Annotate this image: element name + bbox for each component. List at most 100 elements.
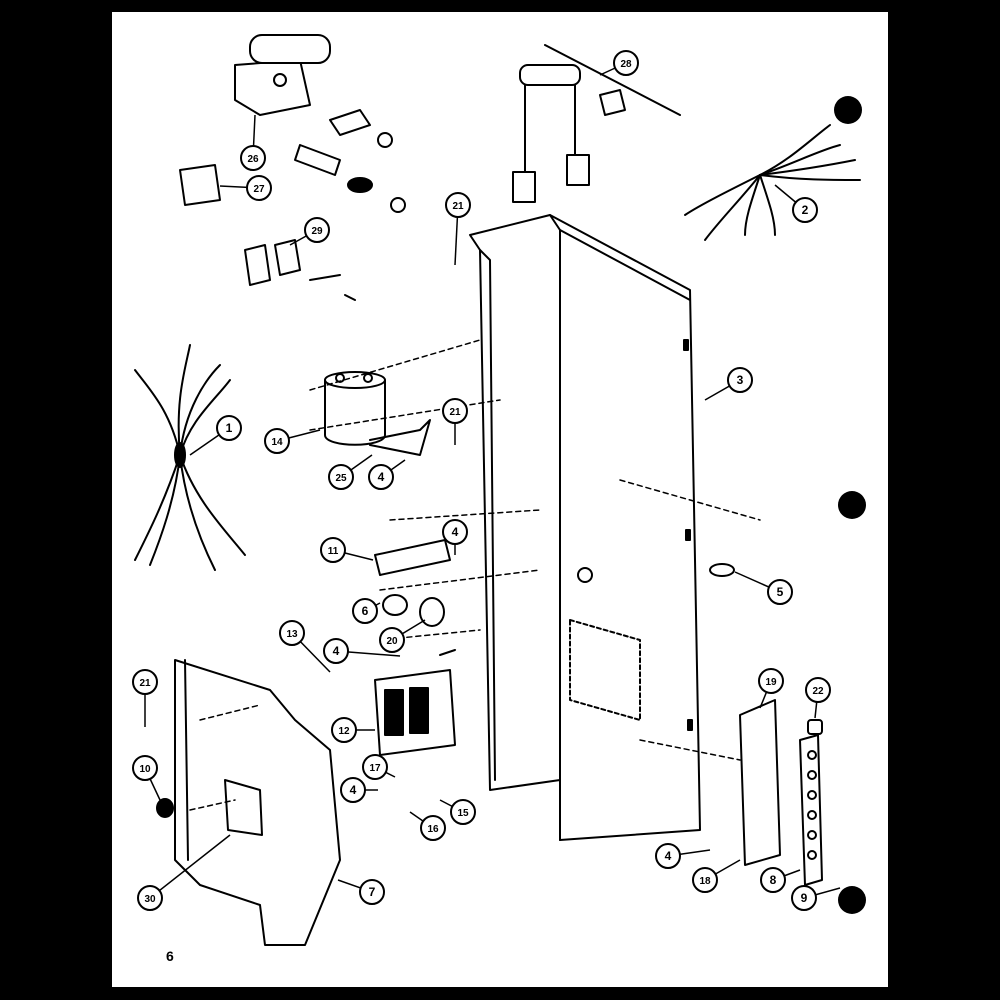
callout-label: 14 [271, 437, 283, 448]
callout-20: 20 [379, 619, 426, 653]
callout-label: 29 [311, 226, 323, 237]
terminal-bracket [739, 699, 823, 886]
callout-1: 1 [189, 415, 242, 456]
callout-label: 7 [369, 885, 376, 899]
callout-14: 14 [264, 428, 321, 454]
callout-12: 12 [331, 717, 375, 743]
callout-25: 25 [328, 454, 373, 490]
contactor [374, 649, 456, 756]
callout-label: 19 [765, 677, 777, 688]
callout-label: 28 [620, 59, 632, 70]
callout-label: 12 [338, 726, 350, 737]
callout-circle [368, 464, 394, 490]
callout-17: 17 [362, 754, 396, 780]
callout-30: 30 [137, 834, 231, 911]
callout-circle [359, 879, 385, 905]
callout-7: 7 [337, 879, 385, 905]
transformer [234, 34, 406, 213]
callout-2: 2 [774, 184, 818, 223]
callout-21: 21 [132, 669, 158, 727]
grommet [382, 594, 408, 616]
callout-4: 4 [340, 777, 378, 803]
callout-5: 5 [734, 571, 793, 605]
registration-dot [838, 491, 866, 519]
callout-label: 11 [328, 546, 339, 557]
back-panel [469, 214, 701, 841]
callout-label: 26 [247, 154, 259, 165]
callout-label: 1 [226, 421, 233, 435]
callout-22: 22 [805, 677, 831, 719]
callout-label: 3 [737, 373, 744, 387]
callout-4: 4 [655, 843, 711, 869]
terminal-brackets [244, 239, 356, 301]
callout-label: 4 [452, 525, 459, 539]
callout-circle [760, 867, 786, 893]
sensor-assembly [512, 44, 681, 203]
registration-dot [838, 886, 866, 914]
callout-label: 21 [449, 407, 461, 418]
callout-label: 17 [369, 763, 381, 774]
callout-circle [758, 668, 784, 694]
callout-circle [445, 192, 471, 218]
callout-circle [613, 50, 639, 76]
callout-4: 4 [368, 459, 406, 490]
callout-circle [304, 217, 330, 243]
callout-label: 4 [350, 783, 357, 797]
callout-circle [805, 677, 831, 703]
capacitor [324, 371, 431, 456]
callout-label: 13 [286, 629, 298, 640]
callout-circle [216, 415, 242, 441]
callout-circle [420, 815, 446, 841]
callout-label: 30 [144, 894, 156, 905]
wire-harness-right [684, 124, 861, 241]
callout-circle [450, 799, 476, 825]
callout-15: 15 [439, 799, 476, 825]
callout-label: 22 [812, 686, 824, 697]
callout-label: 27 [253, 184, 265, 195]
callout-circle [767, 579, 793, 605]
callout-label: 2 [802, 203, 809, 217]
callout-leader [149, 834, 231, 899]
callout-label: 5 [777, 585, 784, 599]
callout-28: 28 [599, 50, 639, 76]
page-number: 6 [166, 948, 174, 964]
callout-circle [791, 885, 817, 911]
callout-13: 13 [279, 620, 331, 673]
callout-label: 4 [333, 644, 340, 658]
callout-4: 4 [323, 638, 401, 664]
callout-8: 8 [760, 867, 801, 893]
wire-harness-left [134, 344, 246, 571]
callout-label: 16 [427, 824, 439, 835]
callout-label: 10 [139, 764, 151, 775]
callout-21: 21 [445, 192, 471, 266]
callout-circle [246, 175, 272, 201]
callout-label: 21 [452, 201, 464, 212]
callout-label: 4 [378, 470, 385, 484]
callout-9: 9 [791, 885, 841, 911]
callout-label: 9 [801, 891, 808, 905]
callout-label: 18 [699, 876, 711, 887]
knob [156, 798, 174, 818]
callout-29: 29 [289, 217, 330, 246]
callout-label: 15 [457, 808, 469, 819]
callout-circle [362, 754, 388, 780]
callout-circle [727, 367, 753, 393]
callout-circle [240, 145, 266, 171]
callout-16: 16 [409, 811, 446, 841]
plug [179, 164, 221, 206]
callout-circle [132, 669, 158, 695]
callout-21: 21 [442, 398, 468, 445]
callout-circle [137, 885, 163, 911]
callout-circle [328, 464, 354, 490]
callout-19: 19 [758, 668, 784, 709]
callout-11: 11 [320, 537, 374, 563]
callout-10: 10 [132, 755, 161, 801]
callout-circle [279, 620, 305, 646]
callout-circle [340, 777, 366, 803]
callout-label: 4 [665, 849, 672, 863]
callout-26: 26 [240, 114, 266, 171]
callout-label: 20 [386, 636, 398, 647]
registration-dot [834, 96, 862, 124]
callout-6: 6 [352, 598, 381, 624]
